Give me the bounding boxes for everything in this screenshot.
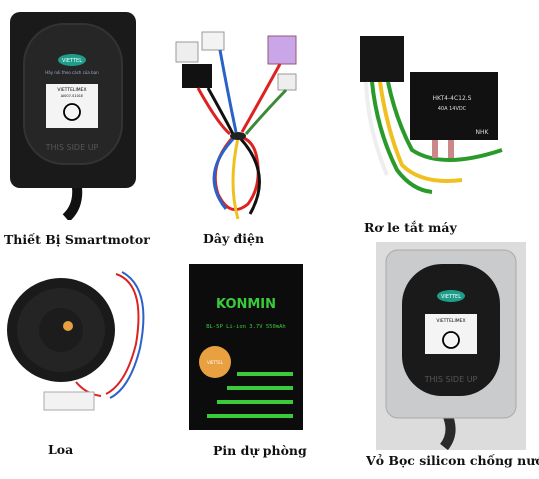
device-model-text: AI007-S101E bbox=[61, 94, 83, 98]
cover-rotate-icon bbox=[442, 331, 460, 349]
speaker-image bbox=[6, 264, 156, 434]
cover-label-text: VIETTELIMEX bbox=[436, 318, 465, 324]
caption-battery: Pin dự phòng bbox=[213, 443, 307, 458]
battery-spec-text: BL-5P Li-ion 3.7V 550mAh bbox=[206, 324, 285, 330]
caption-speaker: Loa bbox=[48, 442, 74, 457]
battery-image: KONMIN BL-5P Li-ion 3.7V 550mAh VIETTEL bbox=[187, 262, 305, 432]
battery-brand-text: KONMIN bbox=[216, 297, 276, 312]
relay-image: HKT4-4C12.S 40A 14VDC NHK bbox=[352, 30, 510, 200]
rotate-icon bbox=[63, 103, 81, 121]
wire-harness-image bbox=[168, 14, 318, 224]
caption-silicone: Vỏ Bọc silicon chống nước bbox=[366, 453, 539, 468]
smartmotor-device-image: VIETTEL Hãy nói theo cách của bạn VIETTE… bbox=[6, 10, 141, 220]
relay-model-text: HKT4-4C12.S bbox=[433, 95, 472, 102]
silicone-cover-image: VIETTEL VIETTELIMEX THIS SIDE UP bbox=[376, 242, 526, 450]
relay-brand-text: NHK bbox=[476, 129, 490, 136]
device-label-text: VIETTELIMEX bbox=[57, 87, 86, 93]
caption-smartmotor: Thiết Bị Smartmotor bbox=[4, 232, 150, 247]
caption-relay: Rơ le tắt máy bbox=[364, 220, 457, 235]
cover-brand-text: VIETTEL bbox=[441, 294, 461, 300]
relay-spec-text: 40A 14VDC bbox=[438, 106, 467, 112]
cover-bottom-text: THIS SIDE UP bbox=[424, 375, 478, 384]
device-brand-text: VIETTEL bbox=[62, 58, 82, 64]
device-tagline-text: Hãy nói theo cách của bạn bbox=[45, 70, 99, 75]
device-bottom-text: THIS SIDE UP bbox=[45, 143, 99, 152]
battery-badge-text: VIETTEL bbox=[207, 360, 224, 365]
caption-wire: Dây điện bbox=[203, 231, 265, 246]
